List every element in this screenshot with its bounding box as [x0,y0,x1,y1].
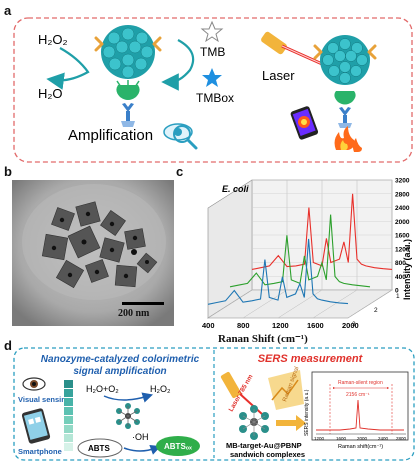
inset-xlabel: Raman shift(cm⁻¹) [338,444,383,450]
panel-a-frame [13,17,413,163]
d-right-title: SERS measurement [258,353,364,365]
bacterium-right [334,91,356,105]
chart-series [207,193,393,305]
svg-text:2400: 2400 [378,436,389,441]
panel-b-letter: b [4,164,12,179]
y-tick-label: 3200 [395,178,410,185]
panel-c-letter: c [176,164,184,179]
y-tick-label: 1600 [395,233,410,240]
chart-x-ticks: 400 800 1200 1600 2000 [202,321,359,330]
capture-antibody-left [121,103,135,127]
x-tick-label: 800 [237,321,250,330]
color-strip [64,380,73,451]
chart-y-ticks: 0 400 800 1200 1600 2000 2400 2800 3200 [395,178,410,295]
label-h2o: H₂O [38,86,63,101]
tmbox-star-icon [202,68,222,87]
raman-signal-icon [268,370,304,410]
label-amplification: Amplification [68,127,153,144]
z-tick-label: 3 [352,321,356,328]
arrow-tmb-cycle [161,39,195,91]
abts-cloud [77,438,123,458]
svg-text:2800: 2800 [396,436,407,441]
d-cycle-arrow [103,392,154,403]
panel-d: Nanozyme-catalyzed colorimetric signal a… [13,347,415,461]
chart-sample-label: E. coli [222,184,249,194]
y-tick-label: 0 [395,288,399,295]
d-abts-arrow [123,444,161,455]
eye-magnifier-icon [163,123,198,150]
y-tick-label: 400 [395,274,406,281]
d-h2o2: H₂O₂ [150,384,171,394]
scale-bar [122,302,164,305]
d-oh: ·OH [132,432,149,442]
y-tick-label: 1200 [395,246,410,253]
d-left-title-1: Nanozyme-catalyzed colorimetric [41,354,200,365]
sandwich-complex-icon [239,405,269,440]
chart-x-axis-label: Ranan Shift (cm⁻¹) [218,333,308,345]
nanozyme-cluster-icon [116,403,140,429]
inset-peak: 2156 cm⁻¹ [346,392,370,398]
label-laser: Laser [262,68,295,83]
d-h2o-o2: H₂O+O₂ [86,384,119,394]
abtsox-cloud [156,436,200,456]
antibody-right-arm [313,44,377,60]
tem-au-dots [51,211,149,279]
capture-antibody-right [338,107,352,128]
z-tick-label: 2 [374,307,378,314]
chart-3d-box [206,179,394,319]
inset-ylabel: SERS intensity (a.u.) [304,389,310,436]
y-tick-label: 800 [395,260,406,267]
z-tick-label: 1 [396,293,400,300]
x-tick-label: 1600 [307,321,324,330]
label-tmb: TMB [200,45,225,59]
thermal-phone-icon [290,106,319,140]
y-tick-label: 2800 [395,191,410,198]
label-h2o2: H₂O₂ [38,32,68,47]
smartphone-icon [21,408,51,444]
eye-icon [22,377,46,391]
panel-b-tem-image [12,180,174,326]
d-smartphone: Smartphone [18,447,62,456]
svg-text:1200: 1200 [314,436,325,441]
svg-text:2000: 2000 [357,436,368,441]
inset-ticks: 1200 1600 2000 2400 2800 [314,436,407,441]
d-yellow-arrow [276,415,306,431]
panel-a: H₂O₂ H₂O TMB TMBox Amplification Laser [13,17,413,163]
y-tick-label: 2000 [395,219,410,226]
x-tick-label: 400 [202,321,215,330]
y-tick-label: 2400 [395,205,410,212]
inset-region: Raman-silent region [338,380,383,386]
nanozyme-sphere-right [320,35,370,85]
arrow-h2o2-cycle [46,47,90,90]
panel-d-frame [13,347,415,461]
panel-d-letter: d [4,338,12,353]
scale-bar-label: 200 nm [118,308,150,319]
d-left-title-2: signal amplification [73,366,166,377]
d-complex-2: sandwich complexes [230,450,305,459]
x-tick-label: 1200 [272,321,289,330]
x-tick-label: 2000 [342,321,359,330]
d-abtsox: ABTSₒₓ [164,442,192,451]
fire-icon [334,126,362,152]
tmb-star-icon [200,20,224,43]
panel-a-letter: a [4,3,12,18]
d-abts: ABTS [88,444,110,453]
bacterium-left [116,80,140,100]
nanozyme-sphere-left [101,25,155,79]
d-visual-sensing: Visual sensing [18,395,71,404]
spectrum-series-3 [207,238,349,305]
d-complex-1: MB-target-Au@PBNP [226,441,302,450]
chart-y-axis-label: Intensity (a.u.) [402,239,412,300]
antibody-left-arm [94,36,162,52]
label-tmbox: TMBox [196,91,234,105]
sers-spectrum [316,399,404,431]
svg-text:1600: 1600 [336,436,347,441]
laser-785-icon [220,371,263,415]
chart-z-ticks: 1 2 3 [352,293,400,328]
